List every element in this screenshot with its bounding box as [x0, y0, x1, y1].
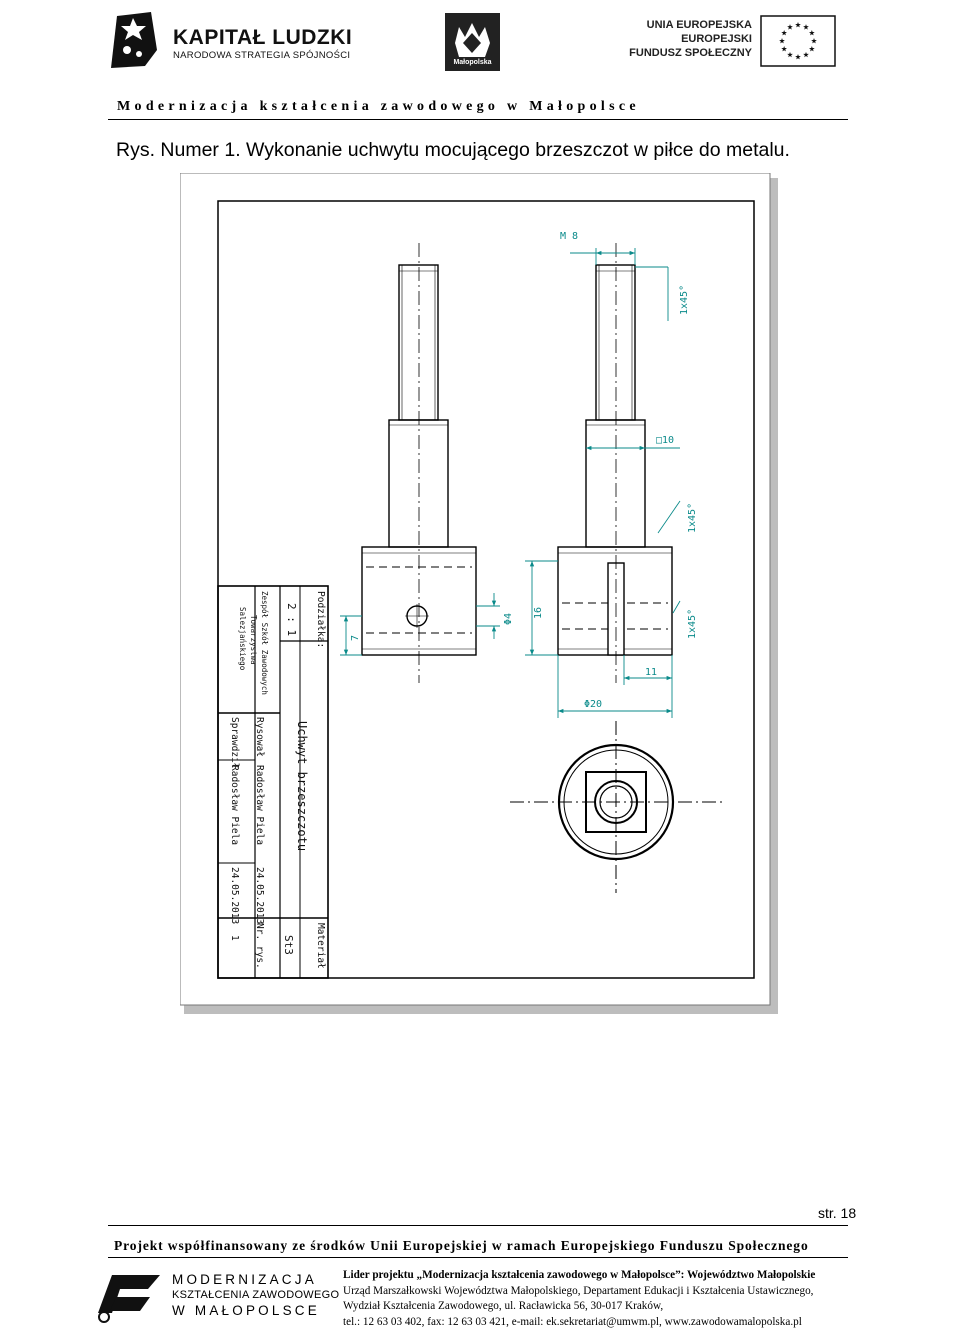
tb-scale: 2 : 1	[285, 603, 298, 636]
tb-drawing-no-label: Nr. rys.	[254, 923, 265, 969]
modernizacja-name: MODERNIZACJA KSZTAŁCENIA ZAWODOWEGO W MA…	[172, 1272, 339, 1319]
tb-school-1: Zespół Szkół Zawodowych	[260, 591, 269, 695]
contact-line-3: Wydział Kształcenia Zawodowego, ul. Racł…	[343, 1299, 815, 1315]
dim-offset: 7	[350, 635, 361, 641]
dim-slot-width: 11	[645, 667, 657, 678]
dim-hole-diameter: Φ4	[503, 613, 514, 625]
footer-divider-top	[108, 1225, 848, 1226]
modernizacja-logo	[90, 1265, 165, 1323]
tb-school-2: Towarzystwa	[249, 615, 258, 665]
contact-line-4: tel.: 12 63 03 402, fax: 12 63 03 421, e…	[343, 1315, 815, 1330]
mk-line-3: W MAŁOPOLSCE	[172, 1303, 339, 1319]
dim-chamfer-top: 1x45°	[679, 285, 690, 315]
tb-drawn-label: Rysował	[254, 717, 265, 757]
kapital-ludzki-subtitle: NARODOWA STRATEGIA SPÓJNOŚCI	[173, 50, 350, 61]
dim-square: □10	[656, 435, 674, 446]
eu-line-3: FUNDUSZ SPOŁECZNY	[600, 46, 752, 60]
eu-text: UNIA EUROPEJSKA EUROPEJSKI FUNDUSZ SPOŁE…	[600, 18, 752, 60]
contact-line-1: Lider projektu „Modernizacja kształcenia…	[343, 1268, 815, 1284]
eu-line-2: EUROPEJSKI	[600, 32, 752, 46]
eu-line-1: UNIA EUROPEJSKA	[600, 18, 752, 32]
malopolska-label: Małopolska	[445, 59, 500, 66]
contact-block: Lider projektu „Modernizacja kształcenia…	[343, 1268, 815, 1330]
tb-material-label: Materiał	[315, 923, 326, 969]
eu-flag-icon	[760, 15, 836, 67]
footer-divider-bottom	[108, 1257, 848, 1258]
tb-school-3: Salezjańskiego	[238, 607, 247, 671]
mk-line-2: KSZTAŁCENIA ZAWODOWEGO	[172, 1288, 339, 1304]
tb-checked-by: Radosław Piela	[229, 765, 240, 845]
dim-chamfer-low: 1x45°	[687, 609, 698, 639]
figure-caption: Rys. Numer 1. Wykonanie uchwytu mocujące…	[116, 139, 790, 162]
header-title: Modernizacja kształcenia zawodowego w Ma…	[117, 99, 845, 115]
contact-line-2: Urząd Marszałkowski Województwa Małopols…	[343, 1284, 815, 1300]
dim-chamfer-mid: 1x45°	[687, 503, 698, 533]
tb-part-name: Uchwyt brzeszczotu	[295, 721, 309, 851]
technical-drawing: M 8 1x45° □10 1x45° 1x45° Φ4 7 16 11 Φ20…	[180, 173, 780, 1018]
dim-body-diameter: Φ20	[584, 699, 602, 710]
tb-date-1: 24.05.2013	[254, 867, 265, 924]
tb-checked-label: Sprawdził	[229, 717, 240, 768]
header-divider	[108, 119, 848, 120]
tb-drawn-by: Radosław Piela	[254, 765, 265, 845]
page-number: str. 18	[818, 1205, 856, 1221]
dim-thread: M 8	[560, 231, 578, 242]
funding-statement: Projekt współfinansowany ze środków Unii…	[114, 1238, 824, 1254]
kapital-ludzki-title: KAPITAŁ LUDZKI	[173, 26, 352, 50]
tb-date-2: 24.05.2013	[229, 867, 240, 924]
tb-drawing-no: 1	[229, 935, 240, 941]
dim-height: 16	[533, 607, 544, 619]
tb-scale-label: Podziałka:	[315, 591, 326, 648]
tb-material: St3	[282, 935, 295, 955]
mk-line-1: MODERNIZACJA	[172, 1272, 339, 1288]
